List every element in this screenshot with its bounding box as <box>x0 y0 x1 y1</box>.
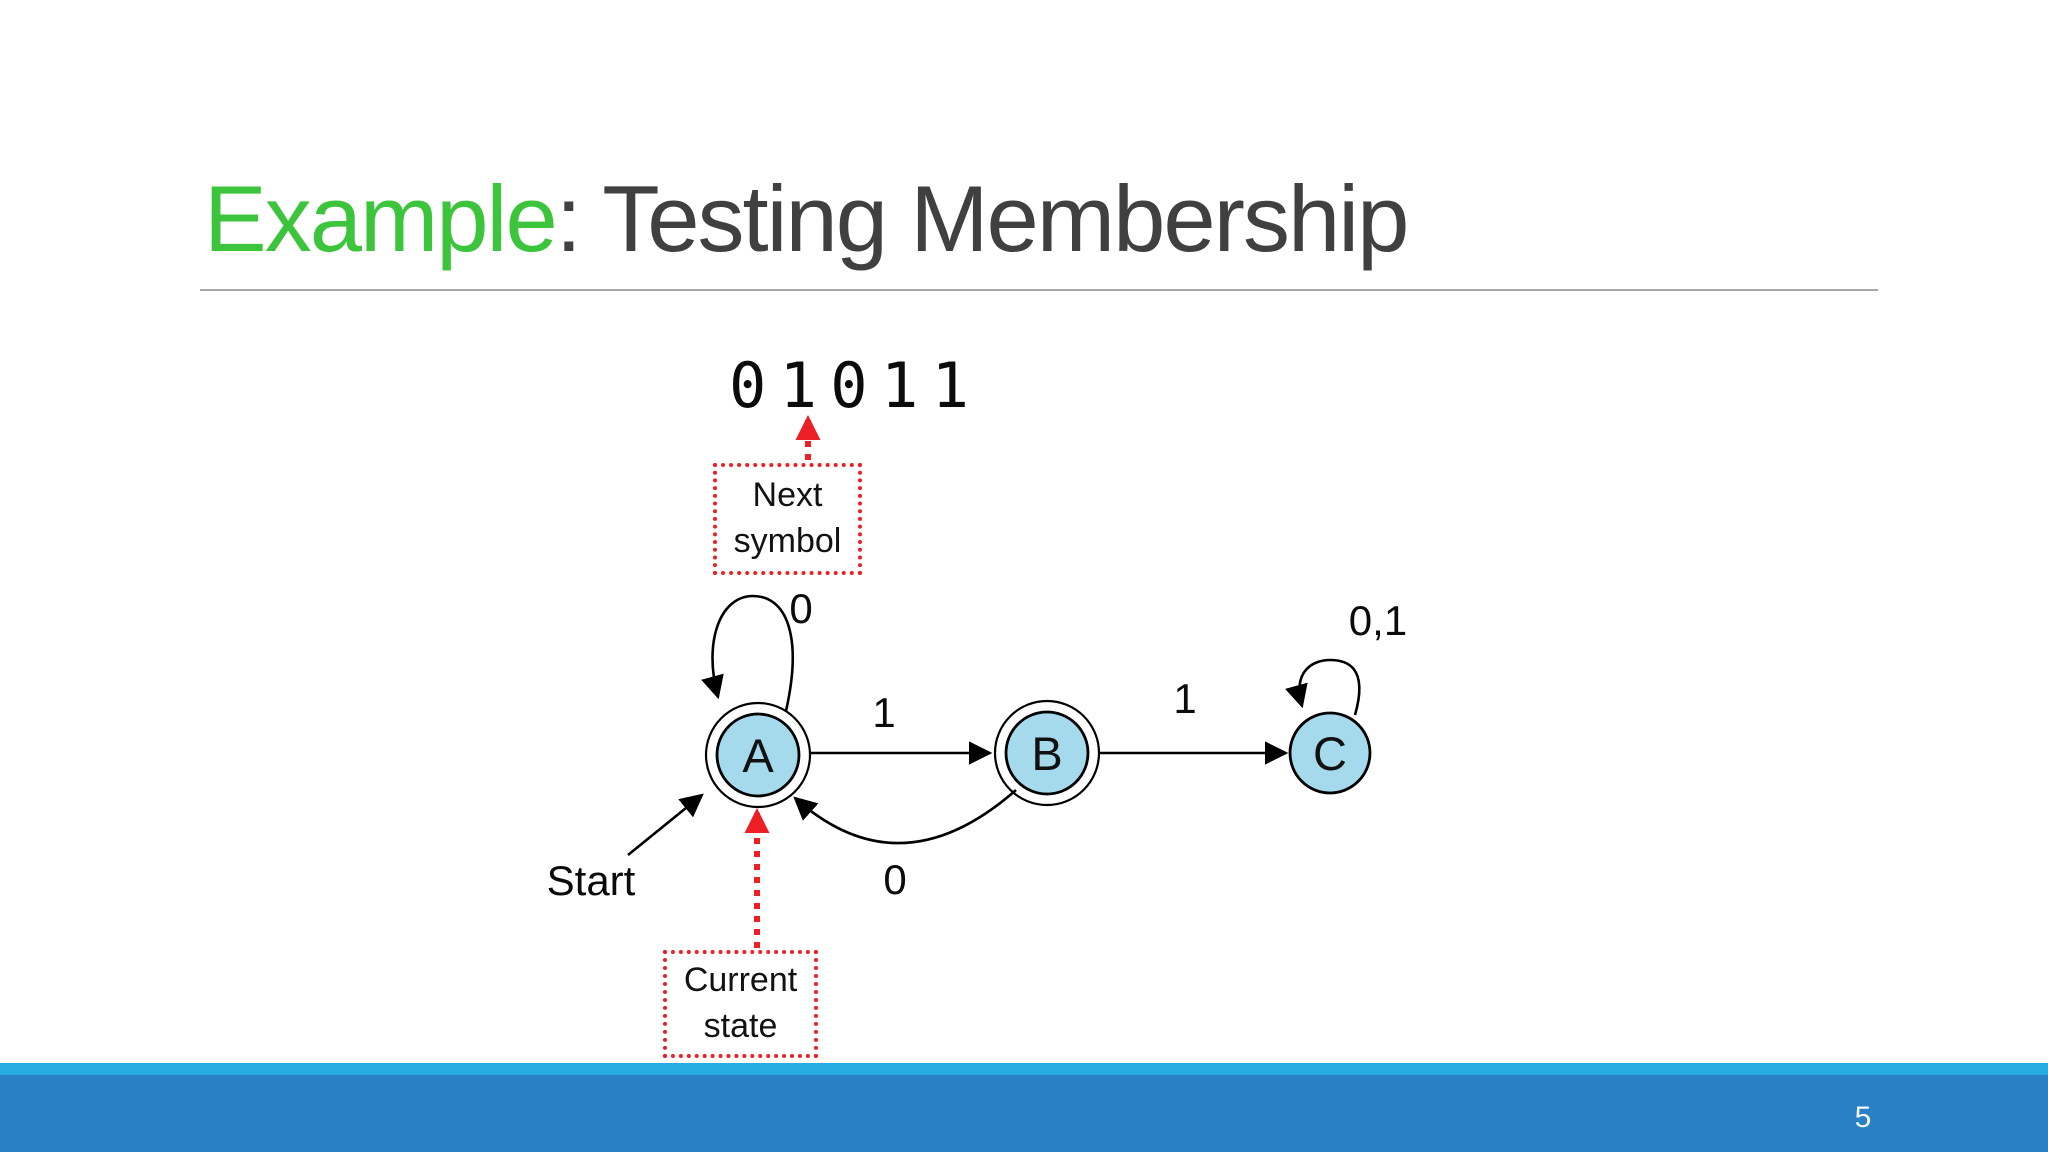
next-symbol-label-line2: symbol <box>733 522 842 560</box>
current-state-label-line1: Current <box>683 961 798 1000</box>
state-b-accepting-ring <box>993 699 1101 807</box>
start-arrow <box>627 793 704 857</box>
transition-b-to-a <box>793 789 1017 845</box>
current-state-box: Current state <box>663 950 818 1058</box>
transition-c-self-loop <box>1285 658 1361 716</box>
edge-label-a-self: 0 <box>789 585 812 632</box>
start-label: Start <box>547 857 636 904</box>
edge-label-c-self: 0,1 <box>1349 597 1407 644</box>
footer-accent-strip <box>0 1063 2048 1075</box>
current-state-label-line2: state <box>703 1007 778 1045</box>
input-string: 0 1 0 1 1 <box>729 349 969 422</box>
state-a-label: A <box>742 729 774 782</box>
title-rest: : Testing Membership <box>555 166 1410 271</box>
state-a-accepting-ring <box>704 701 812 809</box>
state-c-label: C <box>1313 727 1347 780</box>
next-symbol-box: Next symbol <box>713 463 862 575</box>
title-underline <box>200 289 1878 291</box>
title-highlight: Example <box>204 166 558 271</box>
page-number: 5 <box>1854 1101 1872 1134</box>
edge-label-b-a: 0 <box>883 856 906 903</box>
state-c <box>1288 711 1372 795</box>
next-symbol-label-line1: Next <box>752 476 823 515</box>
state-a <box>715 712 801 798</box>
transition-a-self-loop <box>701 594 794 712</box>
edge-label-a-b: 1 <box>872 689 895 736</box>
footer-bar <box>0 1075 2048 1152</box>
state-b-label: B <box>1031 727 1062 780</box>
edge-label-b-c: 1 <box>1173 675 1196 722</box>
state-b <box>1004 710 1090 796</box>
page-title: Example: Testing Membership <box>204 172 1409 266</box>
